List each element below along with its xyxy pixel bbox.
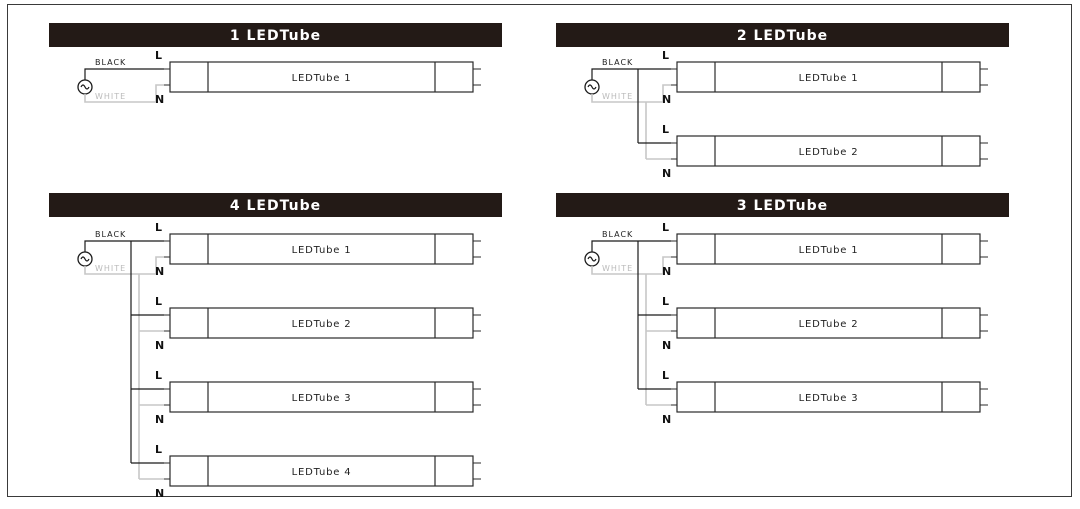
black-wire — [84, 240, 164, 252]
led-tube: L N LEDTube 2 — [638, 123, 988, 180]
tube-label: LEDTube 3 — [799, 393, 859, 404]
line-label: L — [155, 443, 162, 456]
panel-header: 1 LEDTube — [49, 23, 502, 47]
tube-body — [169, 307, 474, 339]
line-label: L — [662, 295, 669, 308]
tube-label: LEDTube 1 — [799, 73, 859, 84]
neutral-label: N — [155, 339, 164, 352]
neutral-label: N — [662, 339, 671, 352]
line-label: L — [662, 123, 669, 136]
led-tube: L N LEDTube 3 — [638, 369, 988, 426]
panel-header-bar — [49, 193, 502, 217]
tube-body — [169, 61, 474, 93]
tube-label: LEDTube 2 — [292, 319, 352, 330]
panel-header-bar — [556, 193, 1009, 217]
tube-label: LEDTube 1 — [799, 245, 859, 256]
tube-body — [676, 135, 981, 167]
tube-label: LEDTube 2 — [799, 319, 859, 330]
led-tube: L N LEDTube 3 — [131, 369, 481, 426]
black-wire-label: BLACK — [95, 230, 126, 239]
white-wire-label: WHITE — [602, 264, 633, 273]
tube-label: LEDTube 3 — [292, 393, 352, 404]
tube-body — [169, 233, 474, 265]
panel-header: 3 LEDTube — [556, 193, 1009, 217]
white-wire — [591, 84, 671, 103]
ac-wave-icon — [587, 256, 597, 262]
tube-body — [676, 381, 981, 413]
led-tube: L N LEDTube 4 — [131, 443, 481, 500]
neutral-label: N — [155, 487, 164, 500]
white-wire-label: WHITE — [602, 92, 633, 101]
ac-wave-icon — [80, 84, 90, 90]
black-wire — [591, 240, 671, 252]
neutral-label: N — [155, 413, 164, 426]
tube-label: LEDTube 4 — [292, 467, 352, 478]
line-label: L — [662, 221, 669, 234]
black-wire — [84, 68, 164, 80]
white-wire — [591, 256, 671, 275]
led-tube: L N LEDTube 1 — [662, 49, 988, 106]
led-tube: L N LEDTube 2 — [638, 295, 988, 352]
neutral-label: N — [155, 265, 164, 278]
neutral-label: N — [155, 93, 164, 106]
ac-wave-icon — [587, 84, 597, 90]
panel-title: 4 LEDTube — [230, 198, 321, 214]
black-wire — [591, 68, 671, 80]
line-label: L — [155, 221, 162, 234]
tube-body — [169, 455, 474, 487]
white-wire — [84, 256, 164, 275]
line-label: L — [155, 369, 162, 382]
line-label: L — [155, 49, 162, 62]
white-wire — [84, 84, 164, 103]
neutral-label: N — [662, 265, 671, 278]
neutral-label: N — [662, 93, 671, 106]
led-tube: L N LEDTube 1 — [155, 49, 481, 106]
white-wire-label: WHITE — [95, 92, 126, 101]
tube-body — [676, 61, 981, 93]
tube-label: LEDTube 1 — [292, 245, 352, 256]
black-wire-label: BLACK — [602, 58, 633, 67]
panel-title: 2 LEDTube — [737, 28, 828, 44]
line-label: L — [155, 295, 162, 308]
led-tube: L N LEDTube 2 — [131, 295, 481, 352]
led-tube: L N LEDTube 1 — [662, 221, 988, 278]
neutral-label: N — [662, 413, 671, 426]
tube-body — [676, 233, 981, 265]
ac-wave-icon — [80, 256, 90, 262]
panel-header-bar — [556, 23, 1009, 47]
line-label: L — [662, 49, 669, 62]
tube-body — [676, 307, 981, 339]
outer-frame — [7, 4, 1072, 497]
panel-header: 4 LEDTube — [49, 193, 502, 217]
line-label: L — [662, 369, 669, 382]
neutral-label: N — [662, 167, 671, 180]
black-wire-label: BLACK — [95, 58, 126, 67]
led-tube: L N LEDTube 1 — [155, 221, 481, 278]
white-wire-label: WHITE — [95, 264, 126, 273]
panel-title: 1 LEDTube — [230, 28, 321, 44]
tube-label: LEDTube 2 — [799, 147, 859, 158]
panel-header-bar — [49, 23, 502, 47]
tube-label: LEDTube 1 — [292, 73, 352, 84]
tube-body — [169, 381, 474, 413]
panel-header: 2 LEDTube — [556, 23, 1009, 47]
black-wire-label: BLACK — [602, 230, 633, 239]
panel-title: 3 LEDTube — [737, 198, 828, 214]
